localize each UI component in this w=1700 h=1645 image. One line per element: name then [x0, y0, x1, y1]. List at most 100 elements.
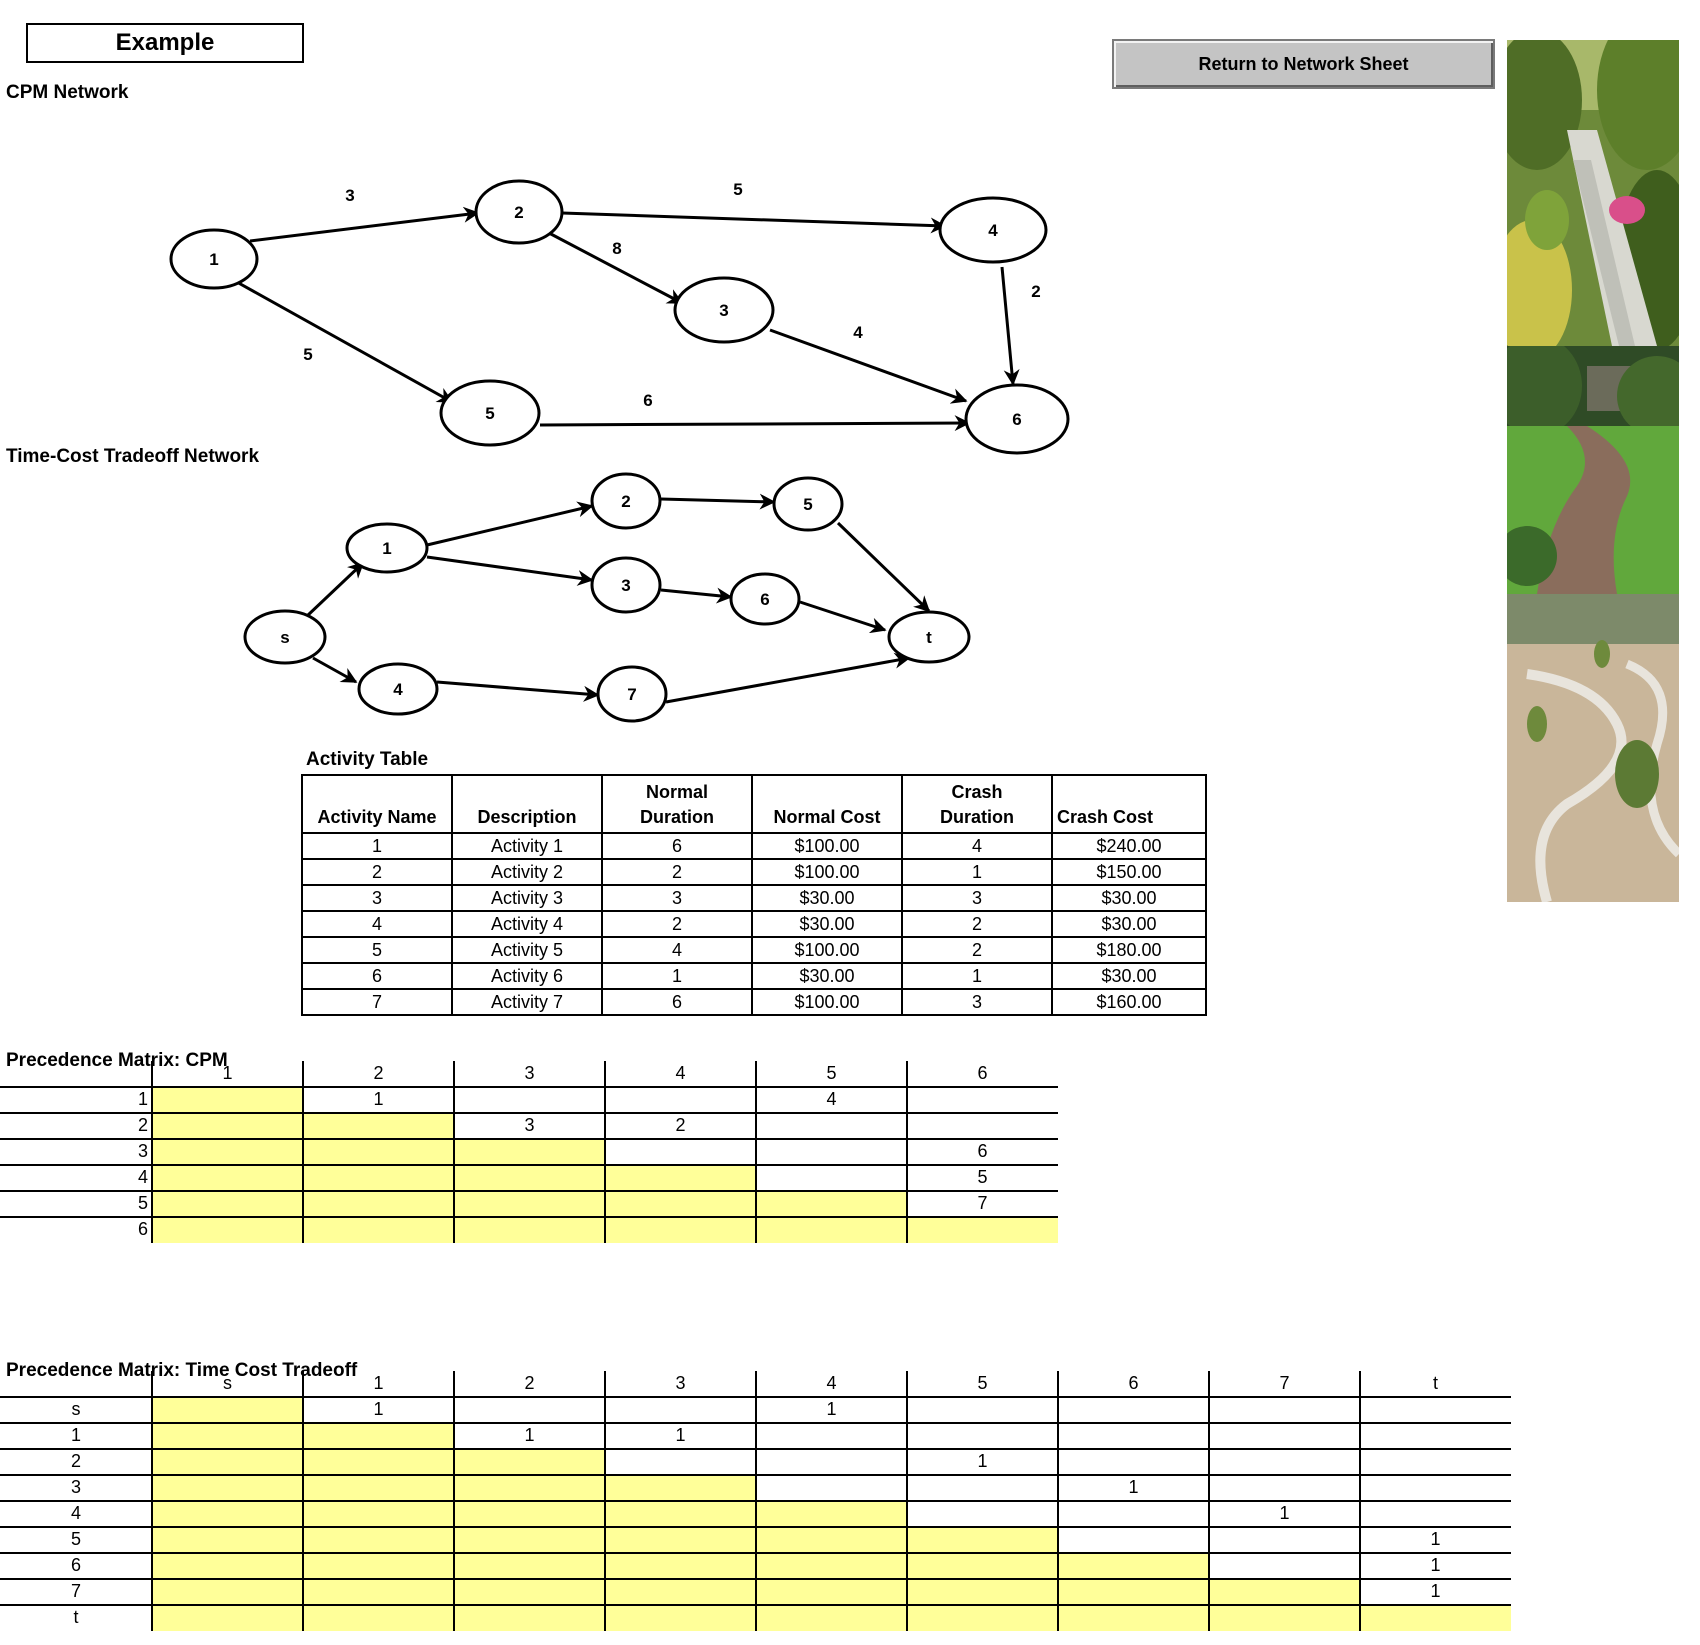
activity-cell: $30.00 — [751, 910, 903, 938]
matrix-gridline — [0, 1112, 1058, 1114]
activity-cell: 6 — [301, 962, 453, 990]
matrix-cell — [152, 1605, 303, 1631]
matrix-cell — [303, 1527, 454, 1553]
matrix-cell — [303, 1579, 454, 1605]
matrix-cell: 2 — [675, 1115, 686, 1135]
matrix-col-header: 4 — [826, 1373, 837, 1393]
matrix-cell — [454, 1449, 605, 1475]
matrix-cell — [1360, 1397, 1511, 1423]
matrix-cell — [907, 1475, 1058, 1501]
matrix-cell — [303, 1449, 454, 1475]
matrix-cell — [152, 1579, 303, 1605]
matrix-cell — [454, 1217, 605, 1243]
matrix-gridline — [0, 1086, 1058, 1088]
tct-node-6 — [729, 572, 801, 626]
activity-table-header-row: Activity Name Description Normal Duratio… — [301, 774, 1207, 834]
activity-cell: Activity 4 — [451, 910, 603, 938]
matrix-cell — [152, 1501, 303, 1527]
matrix-cell — [907, 1527, 1058, 1553]
matrix-cell — [152, 1397, 303, 1423]
return-to-network-sheet-button[interactable]: Return to Network Sheet — [1112, 39, 1495, 89]
garden-path-photo-3 — [1507, 594, 1679, 902]
matrix-row-header: 5 — [70, 1529, 81, 1549]
matrix-cell — [454, 1501, 605, 1527]
matrix-cell — [454, 1397, 605, 1423]
cpm-node-label-2: 2 — [514, 203, 523, 222]
activity-cell: 2 — [301, 858, 453, 886]
activity-cell: Activity 7 — [451, 988, 603, 1016]
matrix-cell — [605, 1087, 756, 1113]
matrix-cell — [907, 1423, 1058, 1449]
tct-node-label-s: s — [280, 628, 289, 647]
matrix-cell — [605, 1527, 756, 1553]
activity-cell: 3 — [301, 884, 453, 912]
tct-edge-s-4 — [312, 656, 358, 684]
matrix-cell — [756, 1553, 907, 1579]
matrix-cell — [1058, 1553, 1209, 1579]
matrix-cell: 1 — [1430, 1581, 1441, 1601]
matrix-col-header: 3 — [524, 1063, 535, 1083]
cpm-node-2 — [474, 179, 564, 245]
activity-cell: 6 — [601, 988, 753, 1016]
tct-edge-1-3 — [426, 555, 594, 586]
matrix-cell — [303, 1605, 454, 1631]
activity-cell: $100.00 — [751, 832, 903, 860]
matrix-row-header: s — [71, 1399, 81, 1419]
matrix-gridline — [906, 1371, 908, 1631]
matrix-cell — [756, 1475, 907, 1501]
tct-edge-1-2 — [426, 501, 594, 547]
col-normal-cost: Normal Cost — [751, 774, 903, 834]
cpm-edge-label-3-6: 4 — [853, 323, 863, 342]
cpm-edge-5-6 — [539, 415, 971, 432]
activity-cell: $30.00 — [751, 884, 903, 912]
tct-node-label-1: 1 — [382, 539, 391, 558]
activity-cell: 1 — [601, 962, 753, 990]
activity-cell: 1 — [301, 832, 453, 860]
matrix-cell — [605, 1139, 756, 1165]
activity-cell: 4 — [901, 832, 1053, 860]
matrix-row-header: 7 — [70, 1581, 81, 1601]
matrix-cell — [454, 1475, 605, 1501]
garden-path-photo-2 — [1507, 346, 1679, 594]
cpm-node-label-6: 6 — [1012, 410, 1021, 429]
col-normal-duration: Normal Duration — [601, 774, 753, 834]
matrix-cell: 1 — [373, 1399, 384, 1419]
matrix-cell — [454, 1139, 605, 1165]
matrix-row-header: 5 — [137, 1193, 148, 1213]
activity-cell: 2 — [901, 910, 1053, 938]
matrix-cell — [605, 1475, 756, 1501]
tct-node-label-2: 2 — [621, 492, 630, 511]
tct-edge-4-7 — [436, 680, 600, 702]
matrix-cell — [907, 1501, 1058, 1527]
matrix-cell — [756, 1165, 907, 1191]
matrix-cell: 1 — [1430, 1555, 1441, 1575]
matrix-gridline — [0, 1216, 1058, 1218]
tct-node-label-5: 5 — [803, 495, 812, 514]
matrix-cell — [303, 1217, 454, 1243]
matrix-cell — [605, 1449, 756, 1475]
cpm-edge-label-1-5: 5 — [303, 345, 312, 364]
activity-table-title: Activity Table — [306, 749, 429, 770]
tct-node-s — [243, 609, 327, 665]
activity-cell: 5 — [301, 936, 453, 964]
matrix-cell — [303, 1423, 454, 1449]
matrix-cell — [152, 1449, 303, 1475]
matrix-col-header: 2 — [524, 1373, 535, 1393]
matrix-cell — [756, 1217, 907, 1243]
activity-cell: 2 — [601, 910, 753, 938]
matrix-gridline — [0, 1138, 1058, 1140]
matrix-cell: 1 — [1279, 1503, 1290, 1523]
activity-cell: $150.00 — [1051, 858, 1207, 886]
matrix-row-header: 1 — [70, 1425, 81, 1445]
matrix-cell — [454, 1165, 605, 1191]
matrix-cell — [1058, 1501, 1209, 1527]
matrix-row-header: 2 — [137, 1115, 148, 1135]
cpm-edge-label-1-2: 3 — [345, 186, 354, 205]
matrix-cell — [152, 1423, 303, 1449]
matrix-cell — [907, 1217, 1058, 1243]
matrix-gridline — [604, 1061, 606, 1243]
activity-cell: 3 — [601, 884, 753, 912]
activity-cell: 4 — [601, 936, 753, 964]
